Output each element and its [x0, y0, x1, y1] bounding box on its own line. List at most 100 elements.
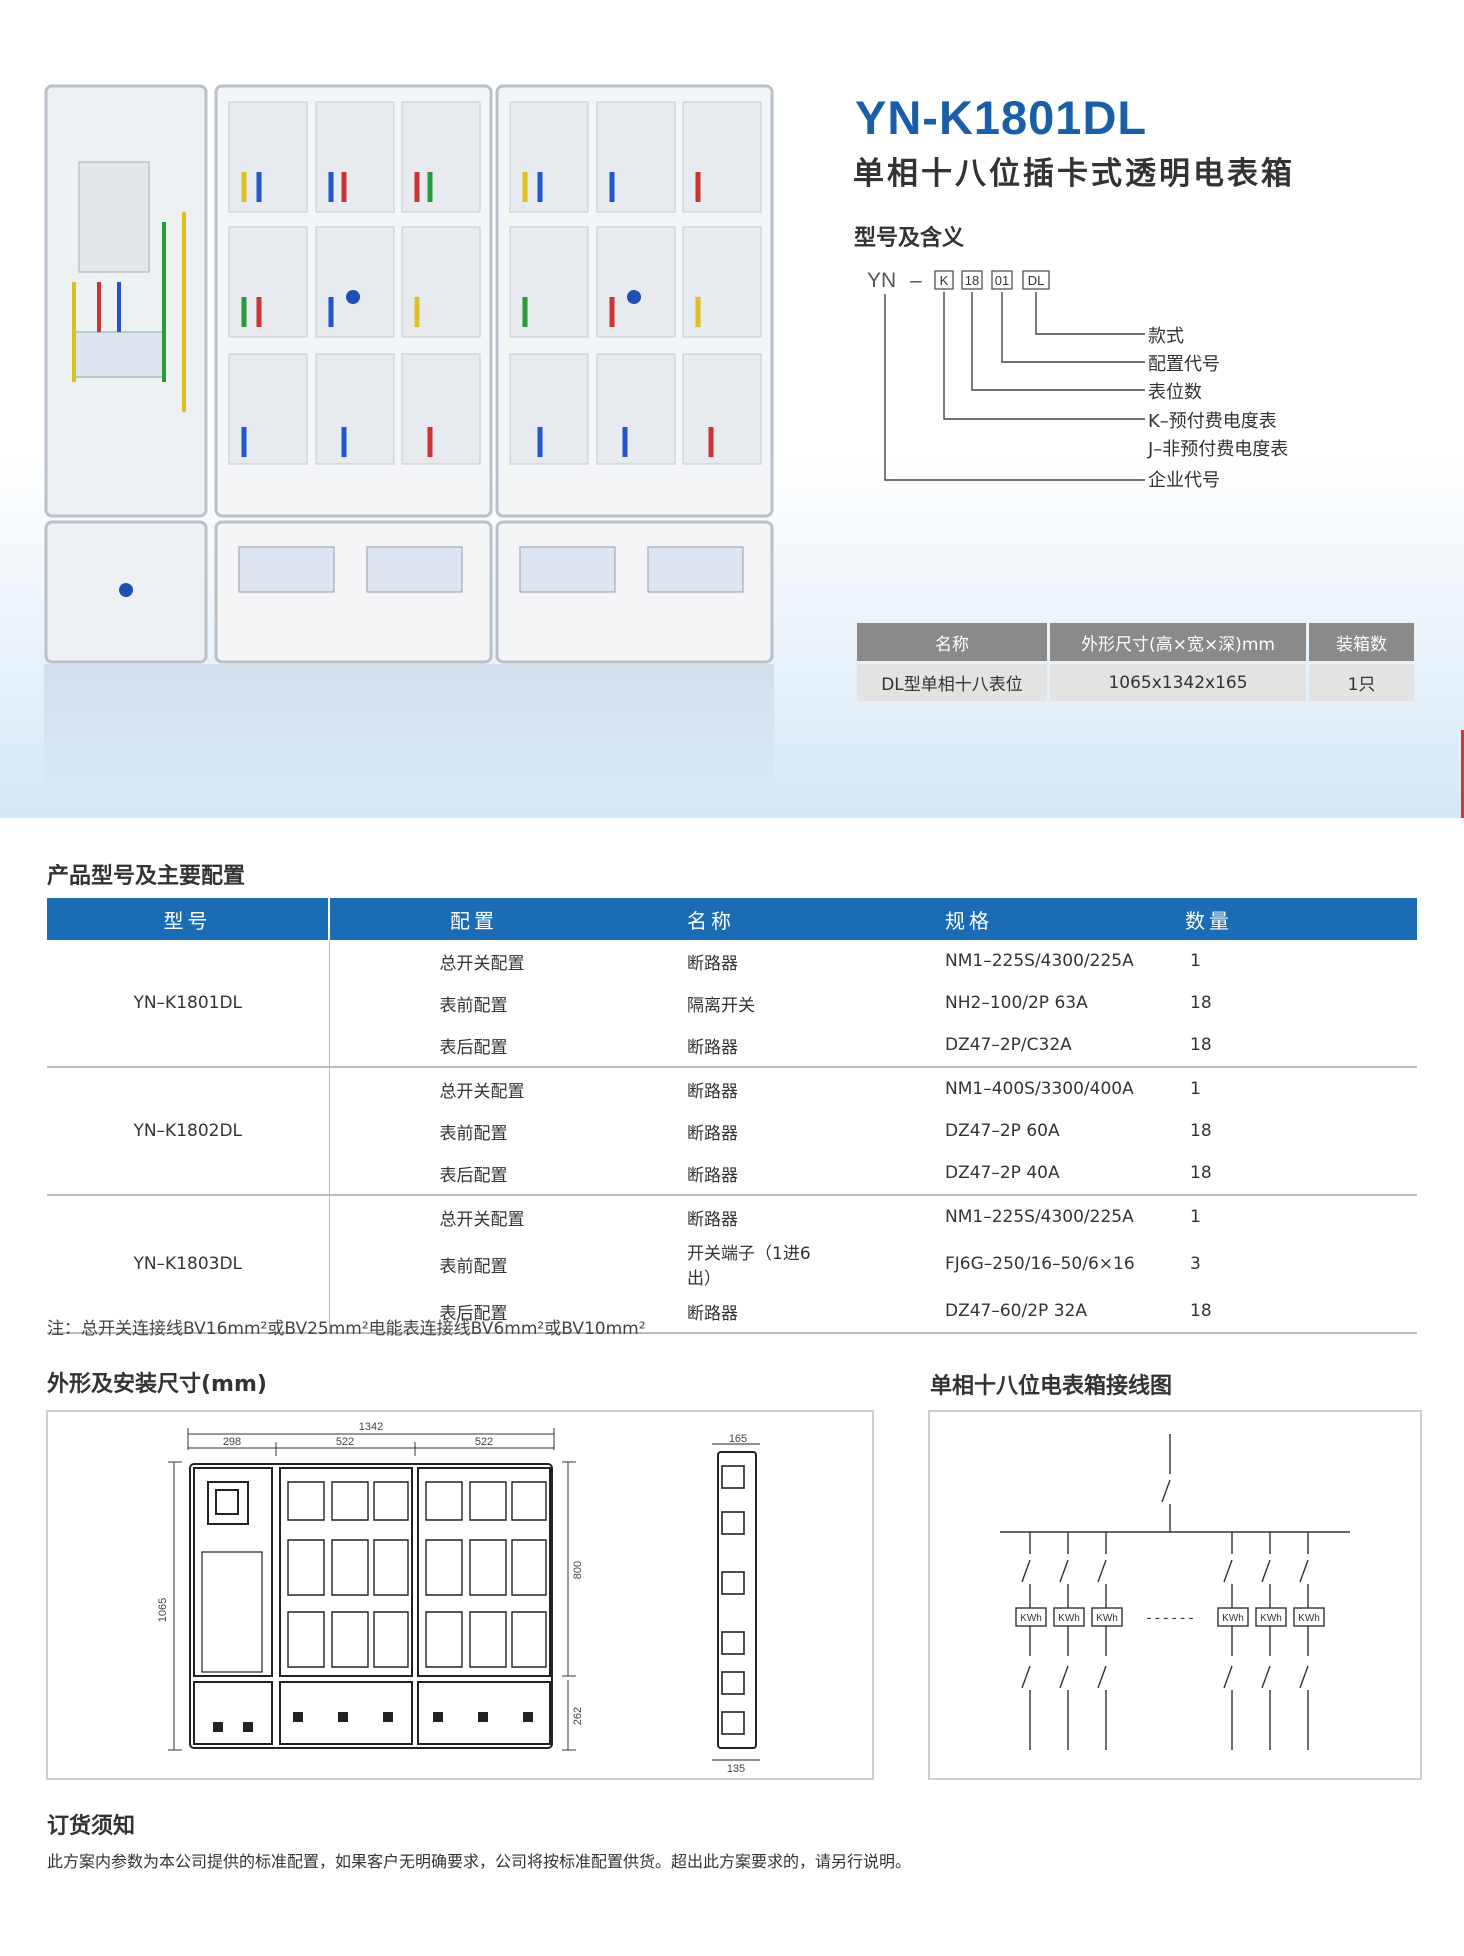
- meter-label: KWh: [1260, 1613, 1282, 1624]
- dim-right-width: 522: [475, 1436, 493, 1448]
- code-label-prepaid: K–预付费电度表: [1148, 411, 1277, 432]
- spec-row: DL型单相十八表位 1065x1342x165 1只: [857, 664, 1414, 701]
- dim-mid-width: 522: [336, 1436, 354, 1448]
- table-row: 表后配置 断路器 DZ47–2P/C32A 18: [47, 1024, 1417, 1068]
- code-box-18-text: 18: [965, 273, 979, 288]
- qty-cell: 18: [1155, 1290, 1417, 1334]
- code-label-config: 配置代号: [1148, 354, 1220, 375]
- config-cell: 表后配置: [329, 1152, 567, 1196]
- spec-cell-qty: 1只: [1309, 664, 1414, 701]
- name-cell: 断路器: [687, 1209, 738, 1230]
- qty-cell: 18: [1190, 993, 1212, 1013]
- config-cell: 总开关配置: [439, 953, 525, 974]
- wiring-ellipsis: ------: [1145, 1611, 1195, 1627]
- qty-cell: 1: [1190, 1207, 1201, 1227]
- qty-cell: 18: [1190, 1121, 1212, 1141]
- qty-cell: 3: [1190, 1254, 1201, 1274]
- name-cell: 断路器: [687, 1123, 738, 1144]
- name-cell: 开关端子（1进6出）: [687, 1244, 811, 1289]
- code-box-k: [934, 270, 954, 290]
- product-subtitle: 单相十八位插卡式透明电表箱: [853, 156, 1295, 192]
- name-cell: 断路器: [687, 1081, 738, 1102]
- qty-cell: 1: [1190, 1079, 1201, 1099]
- dimension-drawing-box: 1342 298 522 522 1065 800 262 165 135: [46, 1410, 874, 1780]
- table-row: 表前配置 开关端子（1进6出） FJ6G–250/16–50/6×16 3: [47, 1238, 1417, 1290]
- product-photo: [44, 84, 774, 664]
- spec-cell-name: DL型单相十八表位: [857, 664, 1047, 701]
- config-header-qty: 数量: [1155, 898, 1417, 940]
- config-header-row: 型号 配置 名称 规格 数量: [47, 898, 1417, 940]
- spec-cell: NM1–225S/4300/225A: [945, 1207, 1134, 1227]
- dim-upper-height: 800: [572, 1561, 584, 1579]
- meter-label: KWh: [1058, 1613, 1080, 1624]
- name-cell: 断路器: [567, 1152, 825, 1196]
- config-cell: 表后配置: [329, 1024, 567, 1068]
- wiring-diagram-box: KWh KWh KWh KWh KWh KWh ------: [928, 1410, 1422, 1780]
- name-cell: 断路器: [687, 953, 738, 974]
- dim-depth: 165: [729, 1433, 747, 1445]
- code-label-style: 款式: [1148, 326, 1184, 347]
- spec-cell: NM1–400S/3300/400A: [945, 1079, 1134, 1099]
- table-row: 表后配置 断路器 DZ47–60/2P 32A 18: [47, 1290, 1417, 1334]
- spec-cell: NM1–225S/4300/225A: [945, 951, 1134, 971]
- meter-label: KWh: [1222, 1613, 1244, 1624]
- code-box-01: [991, 270, 1013, 290]
- dim-lower-height: 262: [572, 1707, 584, 1725]
- name-cell: 断路器: [567, 1290, 825, 1334]
- name-cell: 隔离开关: [687, 995, 755, 1016]
- code-box-01-text: 01: [995, 273, 1009, 288]
- config-cell: 总开关配置: [439, 1081, 525, 1102]
- config-header-model: 型号: [47, 898, 330, 940]
- table-row: YN–K1801DL 总开关配置 断路器 NM1–225S/4300/225A …: [47, 940, 1417, 1068]
- model-cell: YN–K1801DL: [47, 940, 330, 1068]
- wiring-diagram: KWh KWh KWh KWh KWh KWh ------: [1000, 1434, 1350, 1750]
- dimension-drawing: 1342 298 522 522 1065 800 262 165 135: [157, 1421, 760, 1775]
- meter-label: KWh: [1298, 1613, 1320, 1624]
- config-cell: 表前配置: [439, 995, 508, 1016]
- model-cell: YN–K1802DL: [47, 1067, 330, 1196]
- qty-cell: 18: [1155, 1024, 1417, 1068]
- config-cell: 表前配置: [439, 1256, 508, 1277]
- table-row: 表前配置 隔离开关 NH2–100/2P 63A 18: [47, 982, 1417, 1024]
- ordering-heading: 订货须知: [47, 1814, 136, 1839]
- wire-note: 注：总开关连接线BV16mm²或BV25mm²电能表连接线BV6mm²或BV10…: [47, 1319, 646, 1339]
- spec-cell: DZ47–2P/C32A: [825, 1024, 1155, 1068]
- config-header-config: 配置: [329, 898, 567, 940]
- spec-cell: DZ47–2P 40A: [825, 1152, 1155, 1196]
- table-row: YN–K1802DL 总开关配置 断路器 NM1–400S/3300/400A …: [47, 1067, 1417, 1196]
- spec-table: 名称 外形尺寸(高×宽×深)mm 装箱数 DL型单相十八表位 1065x1342…: [854, 620, 1417, 704]
- spec-header-name: 名称: [857, 623, 1047, 661]
- table-row: 表后配置 断路器 DZ47–2P 40A 18: [47, 1152, 1417, 1196]
- dim-left-width: 298: [223, 1436, 241, 1448]
- hero-edge-accent: [1461, 730, 1464, 818]
- code-label-nonprepaid: J–非预付费电度表: [1148, 439, 1289, 460]
- name-cell: 断路器: [567, 1024, 825, 1068]
- config-heading: 产品型号及主要配置: [47, 864, 246, 889]
- model-meaning-heading: 型号及含义: [854, 226, 965, 251]
- ordering-text: 此方案内参数为本公司提供的标准配置，如果客户无明确要求，公司将按标准配置供货。超…: [47, 1852, 912, 1871]
- spec-header-row: 名称 外形尺寸(高×宽×深)mm 装箱数: [857, 623, 1414, 661]
- photo-reflection: [44, 664, 774, 804]
- config-header-spec: 规格: [825, 898, 1155, 940]
- model-cell: YN–K1803DL: [47, 1195, 330, 1334]
- code-box-18: [961, 270, 983, 290]
- code-box-dl-text: DL: [1028, 273, 1045, 288]
- dim-height: 1065: [157, 1598, 169, 1622]
- table-row: 表前配置 断路器 DZ47–2P 60A 18: [47, 1110, 1417, 1152]
- model-code-diagram: YN – K 18 01 DL: [867, 269, 1145, 481]
- dimensions-heading: 外形及安装尺寸(mm): [47, 1372, 267, 1397]
- product-title: YN-K1801DL: [855, 91, 1148, 144]
- code-dash: –: [910, 269, 922, 292]
- spec-cell: DZ47–2P 60A: [945, 1121, 1060, 1141]
- code-box-dl: [1022, 270, 1050, 290]
- config-cell: 表后配置: [329, 1290, 567, 1334]
- spec-cell-size: 1065x1342x165: [1050, 664, 1306, 701]
- code-label-positions: 表位数: [1148, 382, 1202, 403]
- qty-cell: 1: [1190, 951, 1201, 971]
- qty-cell: 18: [1155, 1152, 1417, 1196]
- config-cell: 总开关配置: [439, 1209, 525, 1230]
- code-box-k-text: K: [940, 273, 949, 288]
- code-label-company: 企业代号: [1148, 470, 1220, 491]
- wiring-heading: 单相十八位电表箱接线图: [930, 1374, 1173, 1399]
- config-table: 型号 配置 名称 规格 数量 YN–K1801DL 总开关配置 断路器 NM1–…: [47, 898, 1417, 1334]
